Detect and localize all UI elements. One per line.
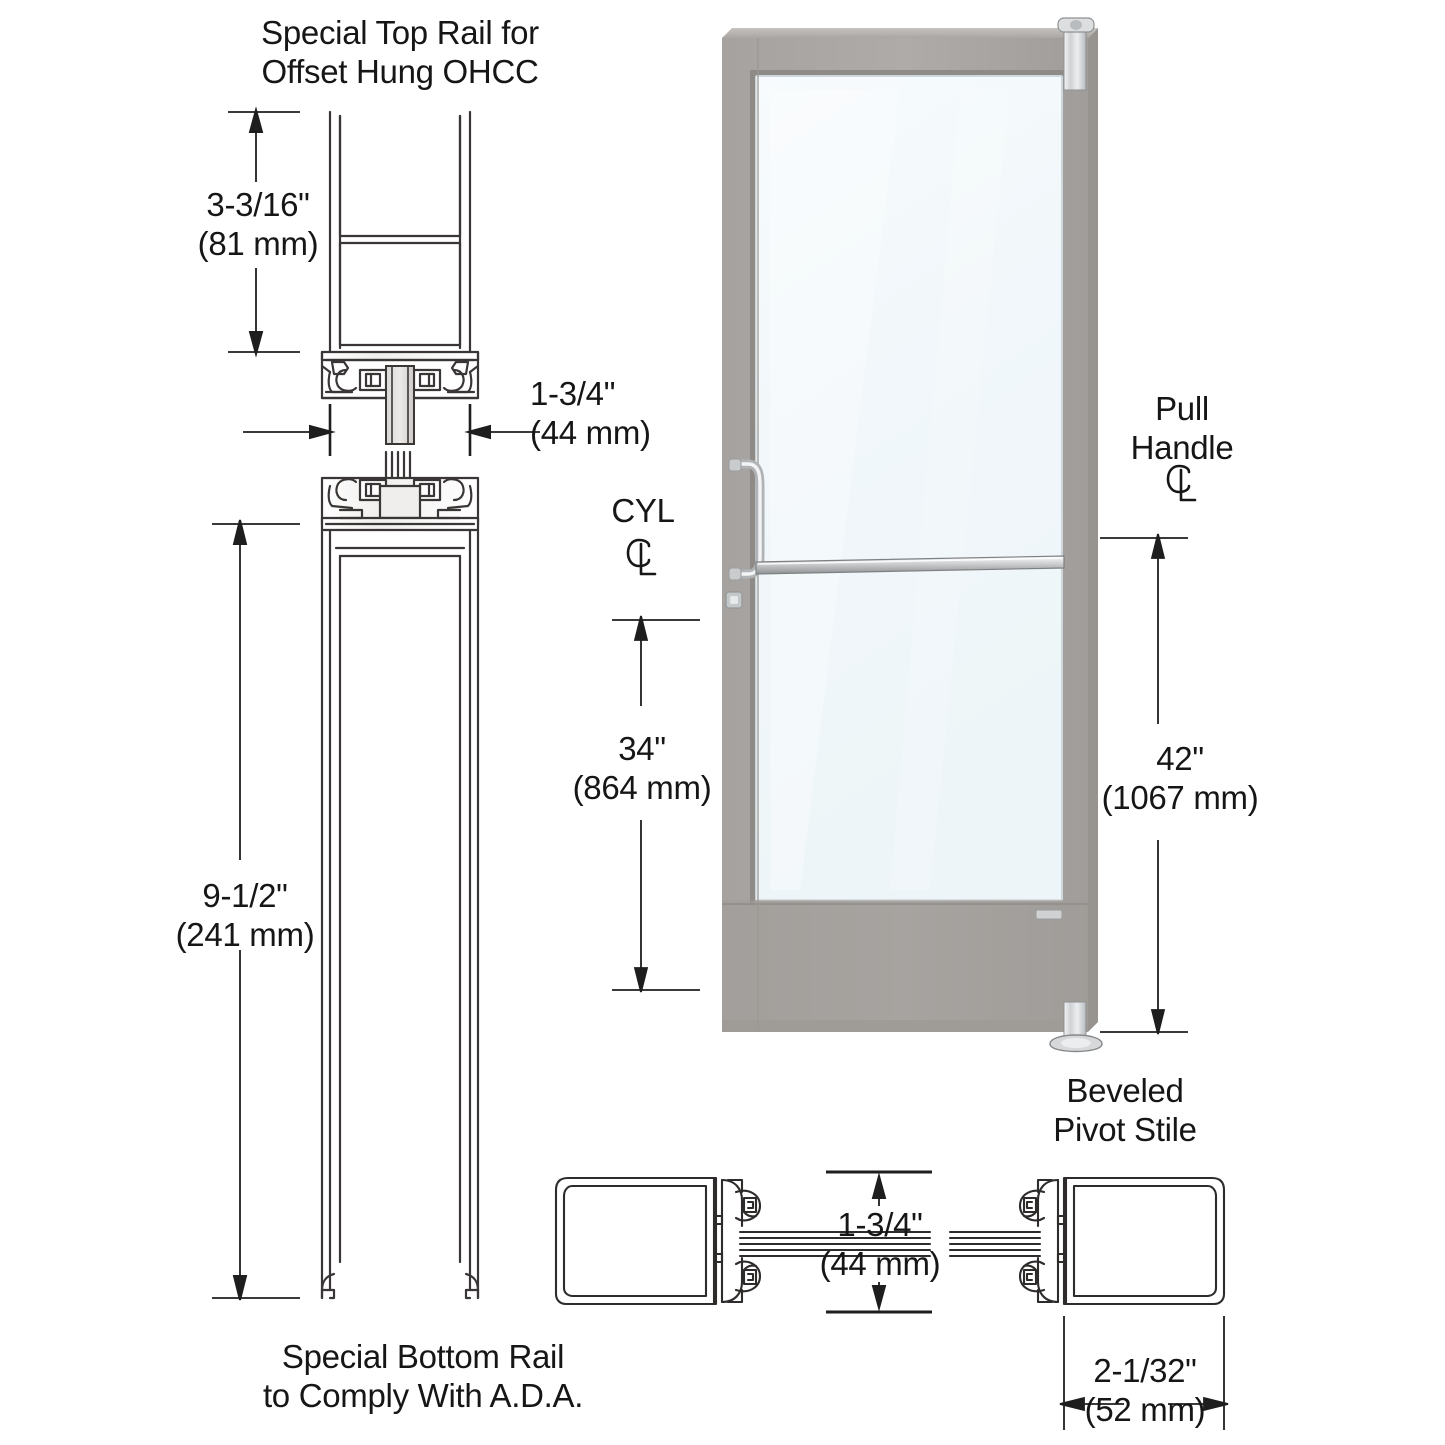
bottom-rail-caption: Special Bottom Rail to Comply With A.D.A… (262, 1338, 584, 1414)
cyl-height-dimension: 34" (864 mm) (572, 730, 712, 806)
stile-glass-gap-dimension: 1-3/4" (44 mm) (819, 1206, 941, 1282)
centerline-icon-pull-handle (1166, 464, 1197, 502)
top-rail-title: Special Top Rail for Offset Hung OHCC (261, 14, 539, 90)
pull-handle-label: Pull Handle (1130, 390, 1234, 466)
pull-handle-height-dimension: 42" (1067 mm) (1101, 740, 1259, 816)
beveled-pivot-stile-caption: Beveled Pivot Stile (1053, 1072, 1197, 1148)
top-rail-thickness-dimension: 1-3/4" (44 mm) (530, 375, 651, 451)
centerline-icon-cyl (626, 538, 657, 576)
stile-depth-dimension: 2-1/32" (52 mm) (1084, 1352, 1206, 1428)
top-rail-height-dimension: 3-3/16" (81 mm) (197, 186, 319, 262)
bottom-rail-height-dimension: 9-1/2" (241 mm) (175, 877, 315, 953)
cyl-label: CYL (611, 492, 675, 529)
